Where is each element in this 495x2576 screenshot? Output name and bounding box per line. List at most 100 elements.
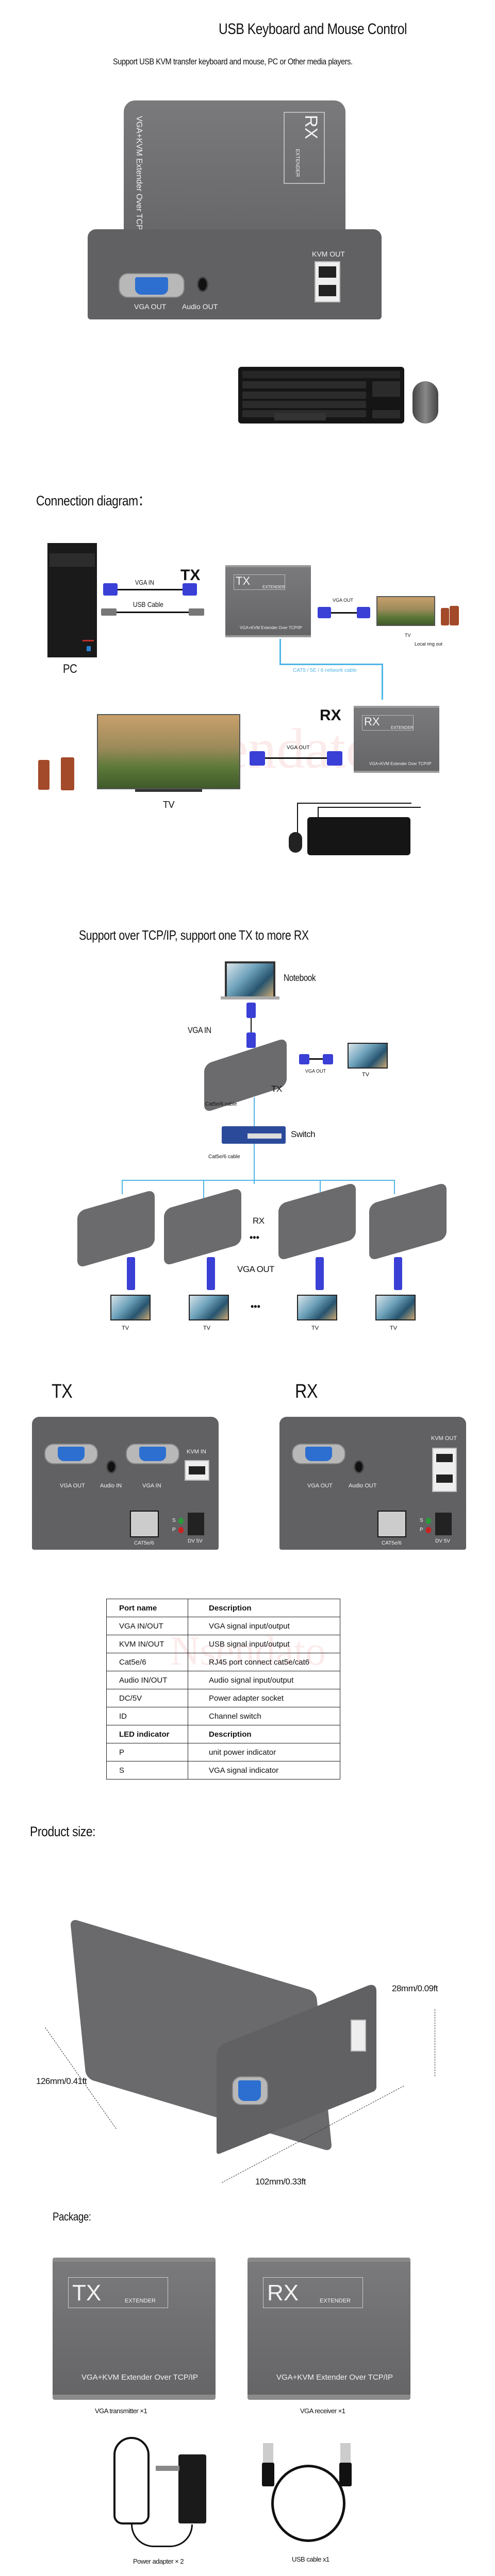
rx-badge: RX EXTENDER <box>284 112 325 184</box>
usb-plug-icon <box>101 608 117 616</box>
vga-connector-icon <box>357 607 370 618</box>
usb-plug-icon <box>263 2443 273 2463</box>
tv-image <box>376 596 435 626</box>
vga-cable <box>265 757 327 759</box>
vga-cable-icon <box>127 1257 135 1290</box>
tx-kvm-in-label: KVM IN <box>187 1449 206 1455</box>
package-caption: VGA receiver ×1 <box>300 2407 345 2415</box>
size-device-image <box>62 1918 423 2155</box>
speaker-icon <box>61 757 74 790</box>
vga-connector-icon <box>323 1054 333 1064</box>
vga-connector-icon <box>250 751 265 766</box>
tv-label: TV <box>203 1325 211 1331</box>
device-side-text: VGA+KVM Extender Over TCP/IP <box>135 116 143 241</box>
table-header-row: Port name Description <box>106 1599 340 1617</box>
kvm-out-label: KVM OUT <box>312 250 345 258</box>
speaker-icon <box>441 608 449 625</box>
tv-image <box>297 1295 337 1320</box>
vga-cable-icon <box>394 1257 402 1290</box>
power-adapter-image <box>178 2454 206 2523</box>
power-label: DV 5V <box>435 1538 450 1544</box>
usb-plug-icon <box>189 608 204 616</box>
port-name-cell: KVM IN/OUT <box>106 1635 188 1653</box>
led-p <box>178 1527 184 1533</box>
package-item-tx: TX EXTENDER VGA+KVM Extender Over TCP/IP <box>53 2258 216 2400</box>
rx-device-image: RX EXTENDER VGA+KVM Extender Over TCP/IP <box>354 706 439 773</box>
description-cell: USB signal input/output <box>188 1635 340 1653</box>
led-p <box>426 1527 431 1533</box>
ellipsis: ••• <box>250 1232 259 1243</box>
vga-out-label: VGA OUT <box>237 1264 275 1274</box>
usb-plug-body <box>339 2463 352 2486</box>
notebook-image <box>225 961 275 996</box>
rx-audio-out-label: Audio OUT <box>349 1483 377 1489</box>
led-s-label: S <box>172 1518 176 1523</box>
cable2-label: Cat5e/6 cable <box>208 1154 240 1160</box>
tx-heading: TX <box>180 567 201 584</box>
vga-connector-icon <box>299 1054 309 1064</box>
speaker-icon <box>38 760 50 790</box>
rj45-label: CAT5e/6 <box>134 1540 154 1546</box>
tx-front-panel: VGA OUT Audio IN VGA IN KVM IN <box>32 1417 219 1509</box>
vga-cable <box>331 612 357 614</box>
usb-cable <box>318 807 319 817</box>
vga-connector-icon <box>246 1003 256 1018</box>
led-name-cell: S <box>106 1761 188 1780</box>
tv-image <box>97 714 240 789</box>
rx-label: RX <box>253 1216 265 1226</box>
network-drop <box>203 1180 204 1198</box>
notebook-base <box>221 996 279 999</box>
vga-cable-icon <box>207 1257 215 1290</box>
network-bus <box>122 1180 395 1181</box>
rx-heading: RX <box>320 707 341 724</box>
rj45-port <box>377 1511 406 1537</box>
package-caption: VGA transmitter ×1 <box>95 2407 147 2415</box>
description-cell: VGA signal indicator <box>188 1761 340 1780</box>
description-cell: Power adapter socket <box>188 1689 340 1707</box>
rx-device-image <box>164 1187 241 1266</box>
vga-in-label: VGA IN <box>135 579 154 586</box>
vga-out-local-label: VGA OUT <box>305 1069 326 1074</box>
usb-cable <box>318 807 421 808</box>
vga-cable <box>118 589 184 590</box>
usb-port-pair <box>315 261 340 302</box>
tv-image <box>189 1295 229 1320</box>
size-height-label: 28mm/0.09ft <box>392 1984 438 1993</box>
network-cable-label: CAT5 / 5E / 6 network cable <box>293 668 357 673</box>
connection-title: Connection diagram： <box>36 493 150 509</box>
hero-device-image: VGA+KVM Extender Over TCP/IP RX EXTENDER… <box>82 100 382 327</box>
rx-kvm-out-label: KVM OUT <box>431 1435 457 1442</box>
switch-image <box>222 1126 286 1144</box>
usb-cable-image <box>271 2465 345 2542</box>
port-name-cell: ID <box>106 1707 188 1725</box>
description-cell: RJ45 port connect cat5e/cat6 <box>188 1653 340 1671</box>
led-name-cell: P <box>106 1743 188 1761</box>
network-drop <box>122 1180 123 1194</box>
keyboard-image <box>238 367 404 423</box>
description-cell: Audio signal input/output <box>188 1671 340 1689</box>
tv-image <box>348 1043 388 1069</box>
multi-title: Support over TCP/IP, support one TX to m… <box>79 927 309 943</box>
extender-label: EXTENDER <box>125 2298 156 2304</box>
vga-cable <box>251 1018 252 1033</box>
product-text: VGA+KVM Extender Over TCP/IP <box>81 2373 199 2382</box>
network-cable <box>382 664 383 700</box>
rx-device-image <box>77 1189 155 1268</box>
tx-device-image: TX EXTENDER VGA+KVM Extender Over TCP/IP <box>225 565 311 637</box>
tx-vga-in-label: VGA IN <box>142 1483 161 1489</box>
led-s-label: S <box>420 1518 423 1523</box>
vga-cable <box>309 1058 323 1060</box>
power-adapter-cord <box>113 2437 150 2524</box>
description-cell: VGA signal input/output <box>188 1617 340 1635</box>
tx-audio-in-label: Audio IN <box>100 1483 122 1489</box>
switch-label: Switch <box>291 1129 316 1139</box>
tx-rear-panel: S P CAT5e/6 DV 5V <box>32 1500 219 1550</box>
port-name-cell: DC/5V <box>106 1689 188 1707</box>
